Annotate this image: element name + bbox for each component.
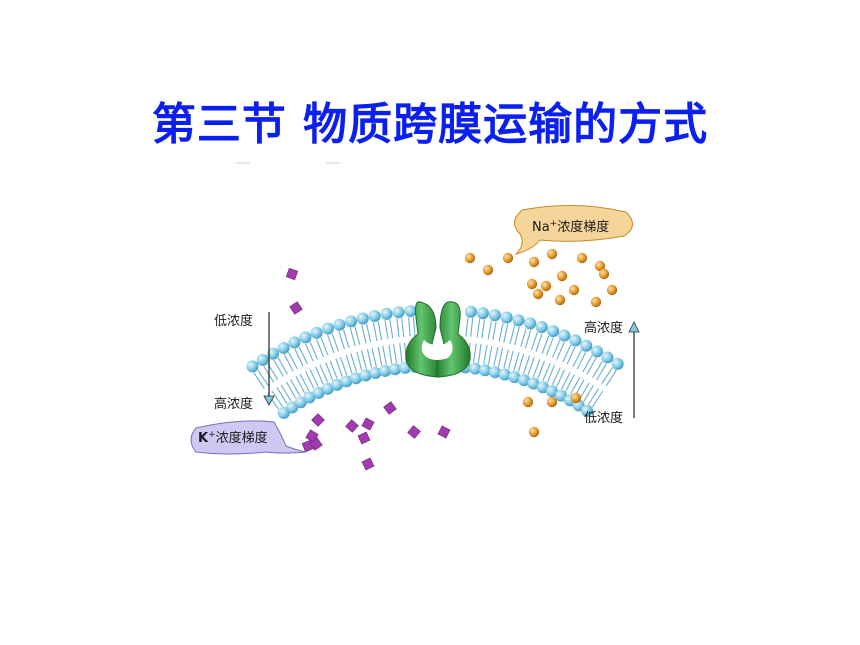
phospholipid	[545, 334, 582, 398]
na-ion	[464, 252, 476, 264]
phospholipid	[469, 307, 489, 375]
phospholipid	[321, 322, 353, 388]
na-ion	[526, 278, 538, 290]
phospholipid	[356, 312, 382, 380]
na-ion	[546, 248, 558, 260]
phospholipid	[333, 318, 362, 385]
na-gradient-bubble: Na+浓度梯度	[514, 204, 633, 255]
na-ion	[540, 280, 552, 292]
left-bottom-label: 高浓度	[214, 396, 253, 412]
phospholipid	[517, 321, 548, 387]
k-ions-group	[285, 267, 451, 471]
na-ion	[576, 252, 588, 264]
page-title: 第三节 物质跨膜运输的方式	[151, 99, 709, 150]
phospholipid	[479, 309, 501, 377]
na-ion	[570, 392, 582, 404]
na-ion-symbol: Na	[532, 220, 550, 235]
phospholipid	[392, 306, 412, 374]
phospholipid	[288, 336, 325, 399]
k-ion	[361, 457, 375, 471]
na-ion	[556, 270, 568, 282]
k-ion	[437, 425, 451, 439]
na-ion	[590, 296, 602, 308]
na-ion	[546, 396, 558, 408]
k-gradient-bubble: K+浓度梯度	[190, 420, 307, 455]
svg-text:Na+浓度梯度: Na+浓度梯度	[532, 219, 609, 235]
phospholipid	[310, 326, 344, 391]
phospholipid	[563, 345, 603, 407]
phospholipid	[256, 353, 299, 414]
k-ion	[407, 425, 421, 439]
na-ion	[598, 268, 610, 280]
k-ion	[361, 417, 375, 431]
na-ion	[532, 288, 544, 300]
phospholipid	[527, 325, 560, 390]
k-ion	[309, 437, 323, 451]
na-gradient-label: 浓度梯度	[557, 219, 609, 235]
k-ion	[357, 431, 371, 445]
na-ion	[528, 256, 540, 268]
na-ion	[528, 426, 540, 438]
phospholipid	[277, 341, 316, 404]
na-ions-group	[464, 248, 618, 438]
na-ion	[606, 284, 618, 296]
na-ion	[594, 260, 606, 272]
left-top-label: 低浓度	[214, 313, 253, 329]
k-ion	[383, 401, 397, 415]
phospholipid	[380, 307, 402, 376]
na-ion	[554, 294, 566, 306]
right-top-label: 高浓度	[584, 320, 623, 336]
k-ion	[311, 413, 325, 427]
phospholipid	[508, 317, 537, 384]
na-ion	[522, 396, 534, 408]
na-ion	[568, 284, 580, 296]
k-ion	[285, 267, 299, 281]
phospholipid	[581, 357, 624, 417]
svg-text:K+浓度梯度: K+浓度梯度	[198, 430, 268, 446]
k-ion	[345, 419, 359, 433]
k-gradient-label: 浓度梯度	[216, 430, 268, 446]
k-ion-symbol: K	[198, 431, 209, 446]
left-arrow-head	[263, 395, 275, 406]
na-ion	[482, 264, 494, 276]
phospholipid	[488, 311, 513, 379]
k-ion	[289, 301, 303, 315]
phospholipid-bilayer	[246, 305, 624, 419]
channel-protein	[405, 301, 471, 378]
phospholipid	[368, 309, 392, 377]
phospholipid	[536, 329, 571, 394]
phospholipid	[345, 315, 372, 382]
phospholipid	[498, 314, 525, 381]
phospholipid	[299, 331, 334, 395]
phospholipid	[554, 339, 593, 402]
right-arrow-head	[628, 321, 640, 333]
phospholipid	[266, 347, 307, 409]
na-ion	[502, 252, 514, 264]
k-ion-charge: +	[208, 430, 216, 440]
right-bottom-label: 低浓度	[584, 410, 623, 426]
na-ion-charge: +	[550, 219, 558, 229]
